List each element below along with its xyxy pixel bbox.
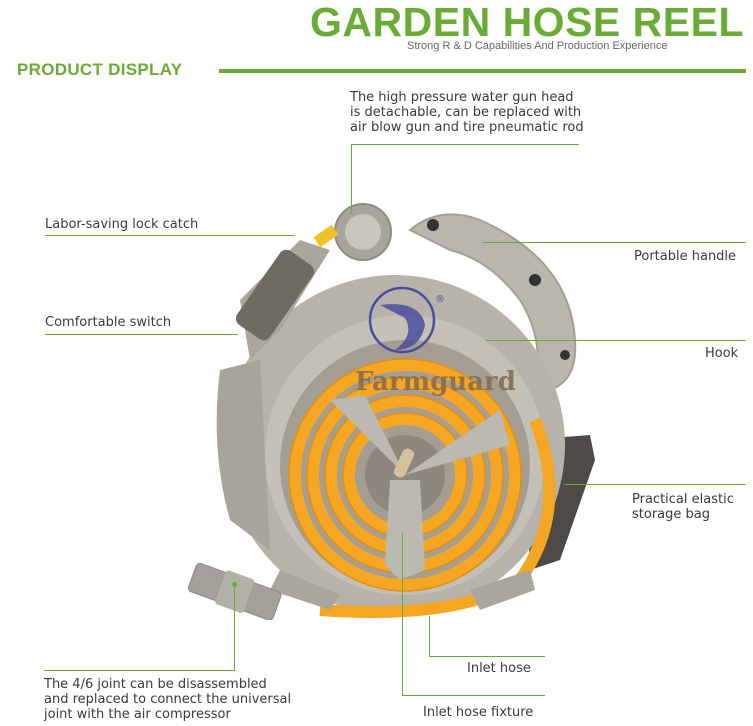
section-divider [219,69,746,73]
leader-line-handle [483,242,746,243]
label-inlet-fixture: Inlet hose fixture [423,705,534,720]
label-lock-catch: Labor-saving lock catch [45,217,199,232]
section-title: PRODUCT DISPLAY [17,60,183,79]
label-switch: Comfortable switch [45,315,172,330]
hose-reel-product-image: ® Farmguard [187,203,595,620]
label-storage-bag: Practical elastic storage bag [632,492,734,522]
leader-line-joint-v [234,584,235,671]
leader-line-inlet-fixture-v [402,533,403,695]
leader-line-inlet-fixture-h [402,695,545,696]
leader-line-hook [486,340,746,341]
leader-line-storage-bag [564,484,746,485]
leader-line-gun-head-v [351,144,352,214]
label-joint: The 4/6 joint can be disassembled and re… [44,677,292,722]
label-hook: Hook [705,346,739,361]
handle [408,213,577,392]
leader-line-inlet-hose-h [429,656,545,657]
label-gun-head: The high pressure water gun head is deta… [350,90,584,135]
page-subtitle: Strong R & D Capabilities And Production… [407,40,668,52]
svg-text:Farmguard: Farmguard [355,367,516,397]
leader-line-inlet-hose-v [429,616,430,656]
leader-line-switch [45,334,238,335]
label-inlet-hose: Inlet hose [467,661,531,676]
svg-text:®: ® [435,294,445,305]
leader-line-lock-catch [45,235,295,236]
label-handle: Portable handle [634,249,737,264]
page-title: GARDEN HOSE REEL [310,0,744,45]
leader-line-joint-h [44,670,235,671]
leader-line-gun-head-h [351,144,579,145]
